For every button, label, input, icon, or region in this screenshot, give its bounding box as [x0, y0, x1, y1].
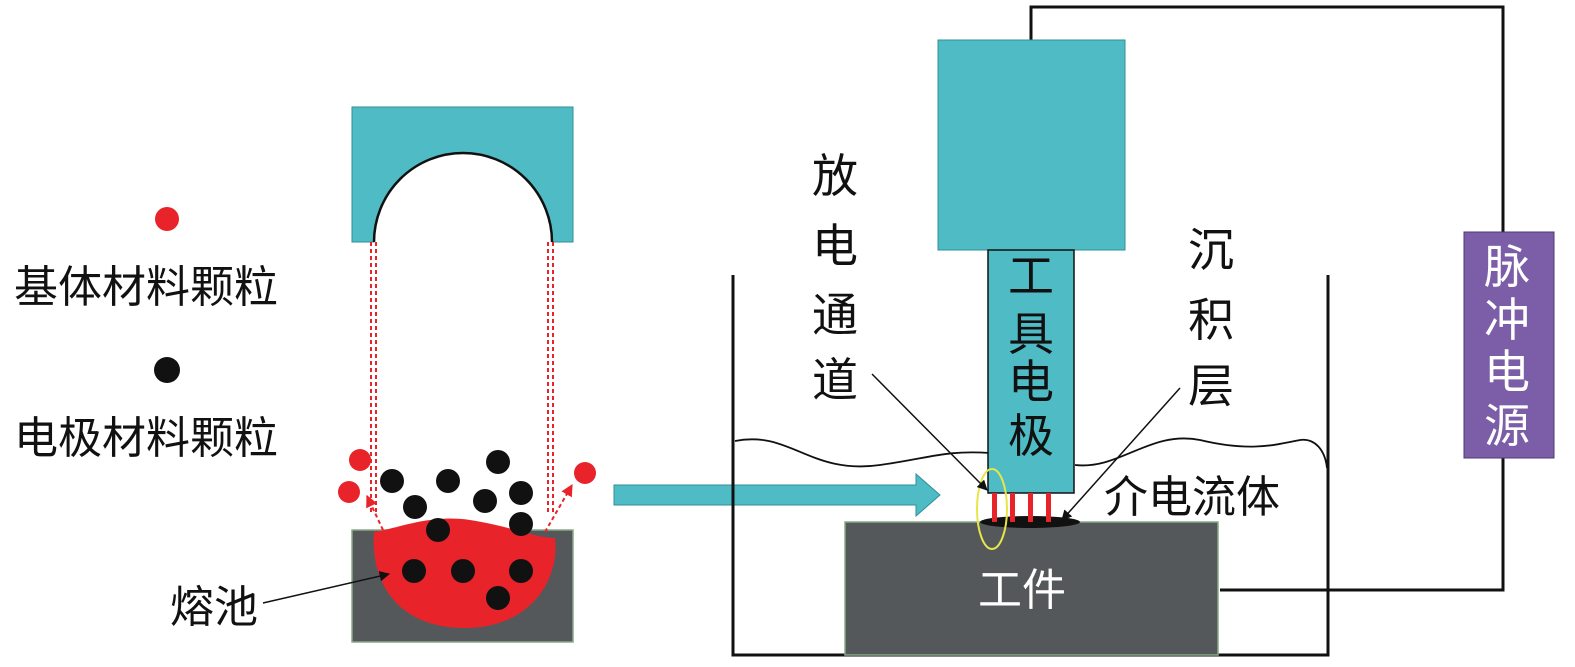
svg-text:沉: 沉: [1188, 223, 1234, 277]
transition-arrow: [613, 472, 941, 518]
legend-substrate-dot: [155, 207, 179, 231]
svg-text:层: 层: [1188, 359, 1234, 413]
svg-text:积: 积: [1188, 293, 1234, 347]
legend-electrode-dot: [154, 357, 180, 383]
svg-text:电: 电: [1008, 355, 1054, 409]
svg-text:具: 具: [1008, 307, 1054, 361]
svg-text:脉: 脉: [1484, 240, 1530, 294]
svg-text:工: 工: [1008, 249, 1054, 303]
left-electrode-arc: [372, 151, 554, 243]
pulse-power-supply: [1463, 231, 1555, 459]
svg-text:冲: 冲: [1484, 293, 1530, 347]
tool-electrode-shaft: [987, 249, 1075, 494]
tool-electrode-head: [937, 39, 1126, 251]
circuit-wire: [1029, 5, 1505, 232]
discharge-channels: [992, 493, 1051, 522]
ejection-arrows: [366, 483, 573, 533]
svg-text:放: 放: [812, 149, 858, 203]
legend-electrode-label: 电极材料颗粒: [14, 413, 278, 464]
svg-text:电: 电: [1484, 345, 1530, 399]
svg-text:通: 通: [812, 288, 858, 342]
discharge-highlight: [976, 468, 1008, 550]
tool-electrode-label: 工 具 电 极: [1008, 249, 1054, 463]
melt-pool-pointer: [262, 571, 391, 604]
spark-guide-lines: [370, 242, 554, 515]
discharge-channel-pointer: [871, 373, 988, 491]
melt-pool-label: 熔池: [170, 582, 258, 633]
workpiece-label: 工件: [978, 565, 1066, 616]
svg-text:道: 道: [812, 353, 858, 407]
circuit-wire-return: [1220, 458, 1505, 592]
deposit-layer-label: 沉 积 层: [1188, 223, 1234, 413]
discharge-channel-label: 放 电 通 道: [812, 149, 858, 407]
dielectric-label: 介电流体: [1104, 472, 1280, 523]
svg-text:源: 源: [1484, 399, 1530, 453]
svg-text:极: 极: [1008, 409, 1054, 463]
electrode-particles: [380, 450, 533, 610]
svg-text:电: 电: [812, 219, 858, 273]
workpiece: [844, 521, 1219, 656]
left-electrode: [351, 106, 574, 243]
legend-substrate-label: 基体材料颗粒: [14, 262, 278, 313]
substrate-particles: [338, 449, 596, 503]
power-supply-label: 脉 冲 电 源: [1484, 240, 1530, 453]
deposit-layer-pointer: [1061, 387, 1181, 521]
